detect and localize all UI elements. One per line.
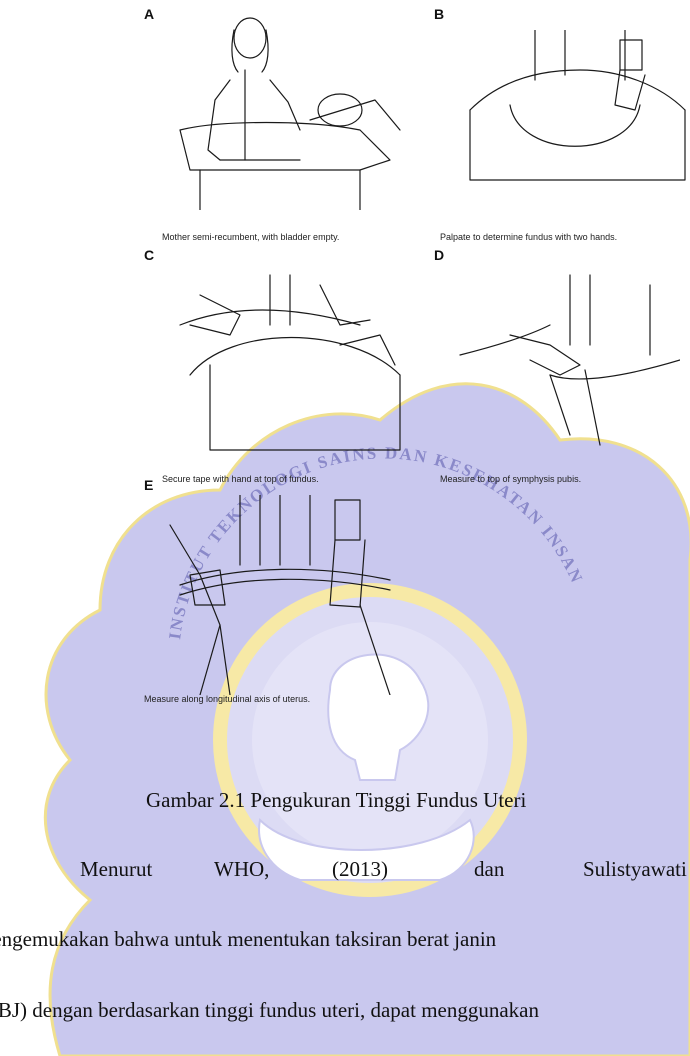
panel-a-letter: A (144, 6, 154, 22)
panel-b-letter: B (434, 6, 444, 22)
panel-a-illustration (160, 10, 410, 210)
panel-a-caption: Mother semi-recumbent, with bladder empt… (162, 232, 339, 242)
body-line-3: (TBJ) dengan berdasarkan tinggi fundus u… (0, 998, 539, 1023)
panel-d: D Measure to top of symphysis pubis. (430, 245, 690, 485)
panel-e-illustration (160, 495, 450, 695)
body-line-1-word: Sulistyawati (583, 857, 687, 882)
panel-c-illustration (170, 265, 410, 455)
figure-caption: Gambar 2.1 Pengukuran Tinggi Fundus Uter… (146, 788, 690, 813)
panel-d-letter: D (434, 247, 444, 263)
panel-a: A Mother semi-recumbent, with bladder em… (120, 0, 420, 250)
panel-b: B Palpate to determine fundus with two h… (430, 0, 690, 250)
panel-e-letter: E (144, 477, 153, 493)
panel-d-caption: Measure to top of symphysis pubis. (440, 474, 581, 484)
panel-d-illustration (450, 265, 680, 455)
body-line-2: mengemukakan bahwa untuk menentukan taks… (0, 927, 496, 952)
body-line-1-word: (2013) (332, 857, 388, 882)
panel-e: E Measure along longitudinal axis of ute… (130, 475, 450, 715)
panel-c: C Secure tape with hand at top of fundus… (120, 245, 420, 485)
panel-b-illustration (460, 30, 690, 200)
body-line-1-word: WHO, (214, 857, 269, 882)
panel-c-letter: C (144, 247, 154, 263)
panel-b-caption: Palpate to determine fundus with two han… (440, 232, 617, 242)
panel-e-caption: Measure along longitudinal axis of uteru… (144, 694, 310, 704)
body-line-1-word: dan (474, 857, 504, 882)
body-line-1-word: Menurut (80, 857, 152, 882)
